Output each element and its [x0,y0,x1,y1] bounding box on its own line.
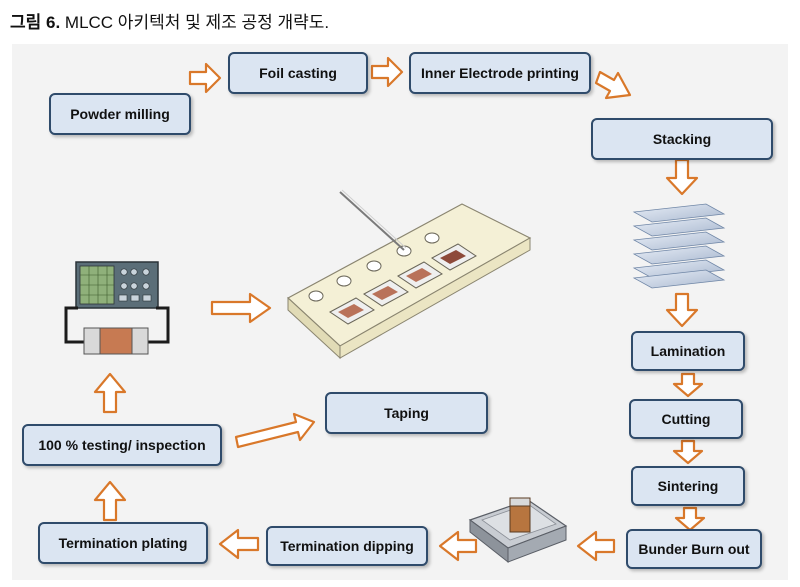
flow-arrow [234,412,316,449]
step-foil-casting: Foil casting [228,52,368,94]
flow-arrow [665,158,699,196]
step-lamination: Lamination [631,331,745,371]
flow-arrow [672,372,704,398]
step-termination-plating: Termination plating [38,522,208,564]
flow-arrow [665,292,699,328]
flow-arrow [370,56,404,88]
carrier-tape-illustration [286,189,532,360]
flow-arrow [576,530,616,562]
figure-number: 그림 6. [10,13,61,32]
figure-caption: 그림 6. MLCC 아키텍처 및 제조 공정 개략도. [10,8,329,33]
dipping-station-illustration [468,497,568,564]
step-powder-milling: Powder milling [49,93,191,135]
stacked-layers-illustration [632,203,726,289]
flow-arrow [674,506,706,532]
step-taping: Taping [325,392,488,434]
flow-arrow [594,70,632,100]
step-termination-dipping: Termination dipping [266,526,428,566]
flow-arrow [210,292,272,324]
flow-arrow [188,62,222,94]
flow-arrow [93,480,127,522]
step-testing-inspection: 100 % testing/ inspection [22,424,222,466]
step-stacking: Stacking [591,118,773,160]
flow-arrow [218,528,260,560]
step-inner-electrode-printing: Inner Electrode printing [409,52,591,94]
step-sintering: Sintering [631,466,745,506]
flow-arrow [672,439,704,465]
flow-arrow [93,372,127,414]
test-equipment-illustration [64,261,170,355]
flow-arrow [438,530,478,562]
step-bunder-burn-out: Bunder Burn out [626,529,762,569]
figure-caption-text: MLCC 아키텍처 및 제조 공정 개략도. [60,13,330,32]
step-cutting: Cutting [629,399,743,439]
